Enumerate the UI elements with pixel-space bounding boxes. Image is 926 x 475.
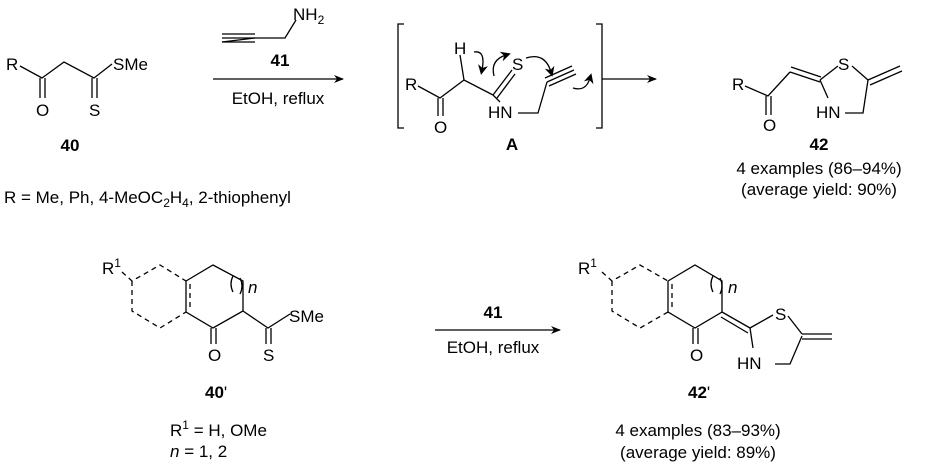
reagent-label-41: 41 <box>484 303 503 322</box>
yield-range-42-prime: 4 examples (83–93%) <box>615 421 780 440</box>
compound-label-a: A <box>506 135 518 154</box>
atom-o: O <box>763 116 776 135</box>
curly-arrow-3 <box>525 55 555 77</box>
compound-42-prime: R1 n O S HN 42' 4 examples (83–93%) (ave… <box>578 256 832 462</box>
atom-s: S <box>838 55 849 74</box>
atom-r: R <box>405 75 417 94</box>
compound-42: R O S HN 42 4 examples (86–94%) (average… <box>732 55 903 199</box>
compound-40-prime: R1 n O S SMe 40' <box>102 256 324 402</box>
compound-label-40: 40 <box>61 136 80 155</box>
atom-r: R <box>6 55 18 74</box>
paren-right <box>239 277 243 295</box>
atom-hn: HN <box>737 354 762 373</box>
atom-s: S <box>775 305 786 324</box>
atom-h: H <box>454 39 466 58</box>
atom-o: O <box>434 118 447 137</box>
atom-sme: SMe <box>113 55 148 74</box>
compound-label-42: 42 <box>810 135 829 154</box>
atom-nh2: NH2 <box>293 5 325 27</box>
atom-s: S <box>263 346 274 365</box>
intermediate-a: R H O S HN A <box>397 23 603 154</box>
conditions-2: EtOH, reflux <box>447 338 540 357</box>
r-definition: R = Me, Ph, 4-MeOC2H4, 2-thiophenyl <box>4 188 291 210</box>
paren-left <box>230 275 234 293</box>
yield-range-42: 4 examples (86–94%) <box>736 159 901 178</box>
bracket-left <box>397 23 404 129</box>
average-yield-42: (average yield: 90%) <box>741 180 897 199</box>
atom-o: O <box>690 346 703 365</box>
conditions-1: EtOH, reflux <box>232 89 325 108</box>
index-n: n <box>248 278 257 297</box>
atom-hn: HN <box>488 103 513 122</box>
compound-label-40-prime: 40' <box>205 383 227 402</box>
r1-definition: R1 = H, OMe <box>170 418 267 440</box>
curly-arrow-2 <box>492 51 511 77</box>
bond-chain <box>19 61 113 79</box>
atom-r: R <box>732 75 744 94</box>
curly-arrow-1 <box>473 51 488 75</box>
bracket-right <box>596 23 603 129</box>
atom-r1: R1 <box>102 256 121 278</box>
compound-label-41: 41 <box>271 51 290 70</box>
index-n: n <box>728 278 737 297</box>
atom-o: O <box>36 101 49 120</box>
atom-hn: HN <box>816 103 841 122</box>
compound-label-42-prime: 42' <box>688 383 710 402</box>
curly-arrow-4 <box>572 73 594 90</box>
atom-s: S <box>512 55 523 74</box>
reagent-41: NH2 41 <box>221 5 325 70</box>
n-definition: n = 1, 2 <box>170 442 227 461</box>
average-yield-42-prime: (average yield: 89%) <box>620 443 776 462</box>
atom-o: O <box>208 346 221 365</box>
compound-40: R O S SMe 40 <box>6 55 148 155</box>
atom-s: S <box>89 101 100 120</box>
atom-r1: R1 <box>578 256 597 278</box>
atom-sme: SMe <box>289 307 324 326</box>
